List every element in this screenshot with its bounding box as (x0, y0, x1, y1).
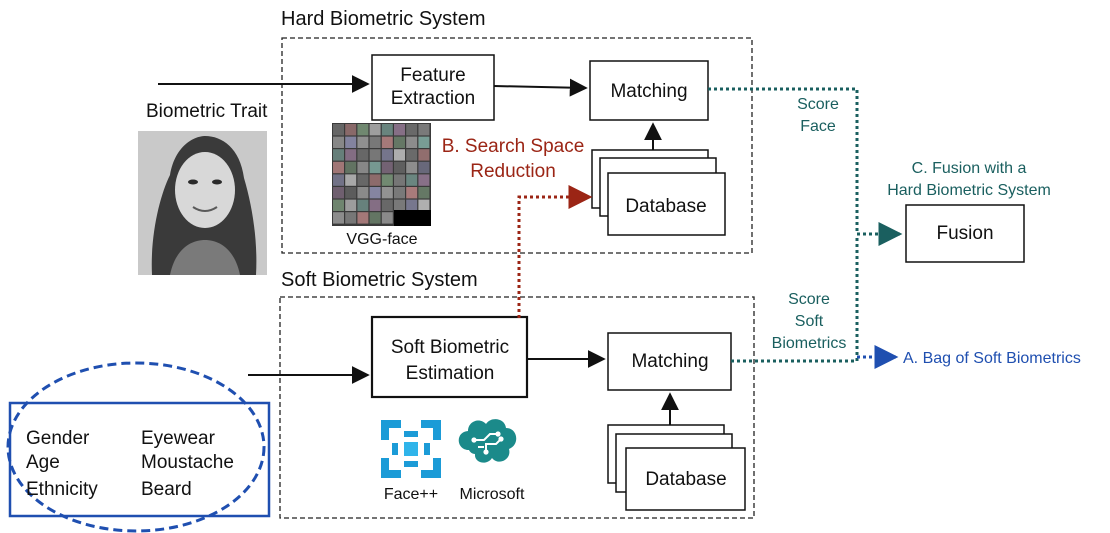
soft-estimation-line1: Soft Biometric (391, 337, 509, 358)
fusion-box: Fusion (905, 204, 1025, 263)
attribute-ellipse (6, 361, 266, 533)
hard-matching-label: Matching (610, 81, 687, 102)
search-space-annotation: B. Search Space Reduction (442, 136, 585, 182)
search-space-line2: Reduction (470, 161, 556, 182)
attribute-beard: Beard (141, 479, 192, 500)
soft-database-label: Database (645, 469, 726, 490)
hard-database-label: Database (625, 196, 706, 217)
facepp-logo-icon (381, 420, 441, 478)
attribute-gender: Gender (26, 428, 90, 449)
soft-matching-box: Matching (607, 332, 732, 391)
bag-of-soft-biometrics-label: A. Bag of Soft Biometrics (903, 350, 1081, 367)
fusion-annotation: C. Fusion with a Hard Biometric System (887, 160, 1051, 199)
hard-database-stack: Database (591, 149, 726, 236)
vgg-face-label: VGG-face (346, 231, 417, 248)
score-face-arrow (708, 87, 903, 246)
attribute-ethnicity: Ethnicity (26, 479, 98, 500)
score-face-line1: Score (797, 96, 839, 113)
fusion-label: Fusion (936, 223, 993, 244)
soft-matching-label: Matching (631, 351, 708, 372)
score-soft-line2: Soft (795, 313, 824, 330)
score-face-annotation: Score Face (797, 96, 839, 135)
biometric-trait-label: Biometric Trait (146, 101, 268, 122)
score-soft-to-fusion-path (731, 236, 859, 363)
microsoft-label: Microsoft (460, 486, 525, 503)
microsoft-brain-icon (458, 419, 517, 463)
soft-estimation-box: Soft Biometric Estimation (370, 315, 529, 399)
soft-database-stack: Database (607, 424, 746, 511)
attribute-moustache: Moustache (141, 452, 234, 473)
soft-system-title: Soft Biometric System (281, 269, 478, 291)
hard-system-frame (281, 37, 753, 254)
fusion-annotation-line1: C. Fusion with a (912, 160, 1027, 177)
hard-system-title: Hard Biometric System (281, 8, 486, 30)
attribute-eyewear: Eyewear (141, 428, 216, 449)
feature-extraction-line1: Feature (400, 65, 465, 86)
search-space-line1: B. Search Space (442, 136, 585, 157)
hard-matching-box: Matching (589, 60, 709, 121)
feature-extraction-box: Feature Extraction (371, 54, 495, 121)
facepp-label: Face++ (384, 486, 438, 503)
soft-estimation-line2: Estimation (406, 363, 495, 384)
attribute-list-col2: Eyewear Moustache Beard (141, 428, 234, 500)
attribute-age: Age (26, 452, 60, 473)
search-space-reduction-arrow (517, 185, 593, 318)
vgg-face-filters-image (332, 123, 431, 226)
score-soft-annotation: Score Soft Biometrics (772, 291, 847, 352)
attribute-list-col1: Gender Age Ethnicity (26, 428, 98, 500)
soft-system-frame (279, 296, 755, 519)
feature-to-matching-arrow (493, 78, 588, 97)
score-soft-line1: Score (788, 291, 830, 308)
fusion-annotation-line2: Hard Biometric System (887, 182, 1051, 199)
feature-extraction-line2: Extraction (391, 88, 475, 109)
face-photo (138, 131, 267, 275)
score-face-line2: Face (800, 118, 836, 135)
score-soft-line3: Biometrics (772, 335, 847, 352)
